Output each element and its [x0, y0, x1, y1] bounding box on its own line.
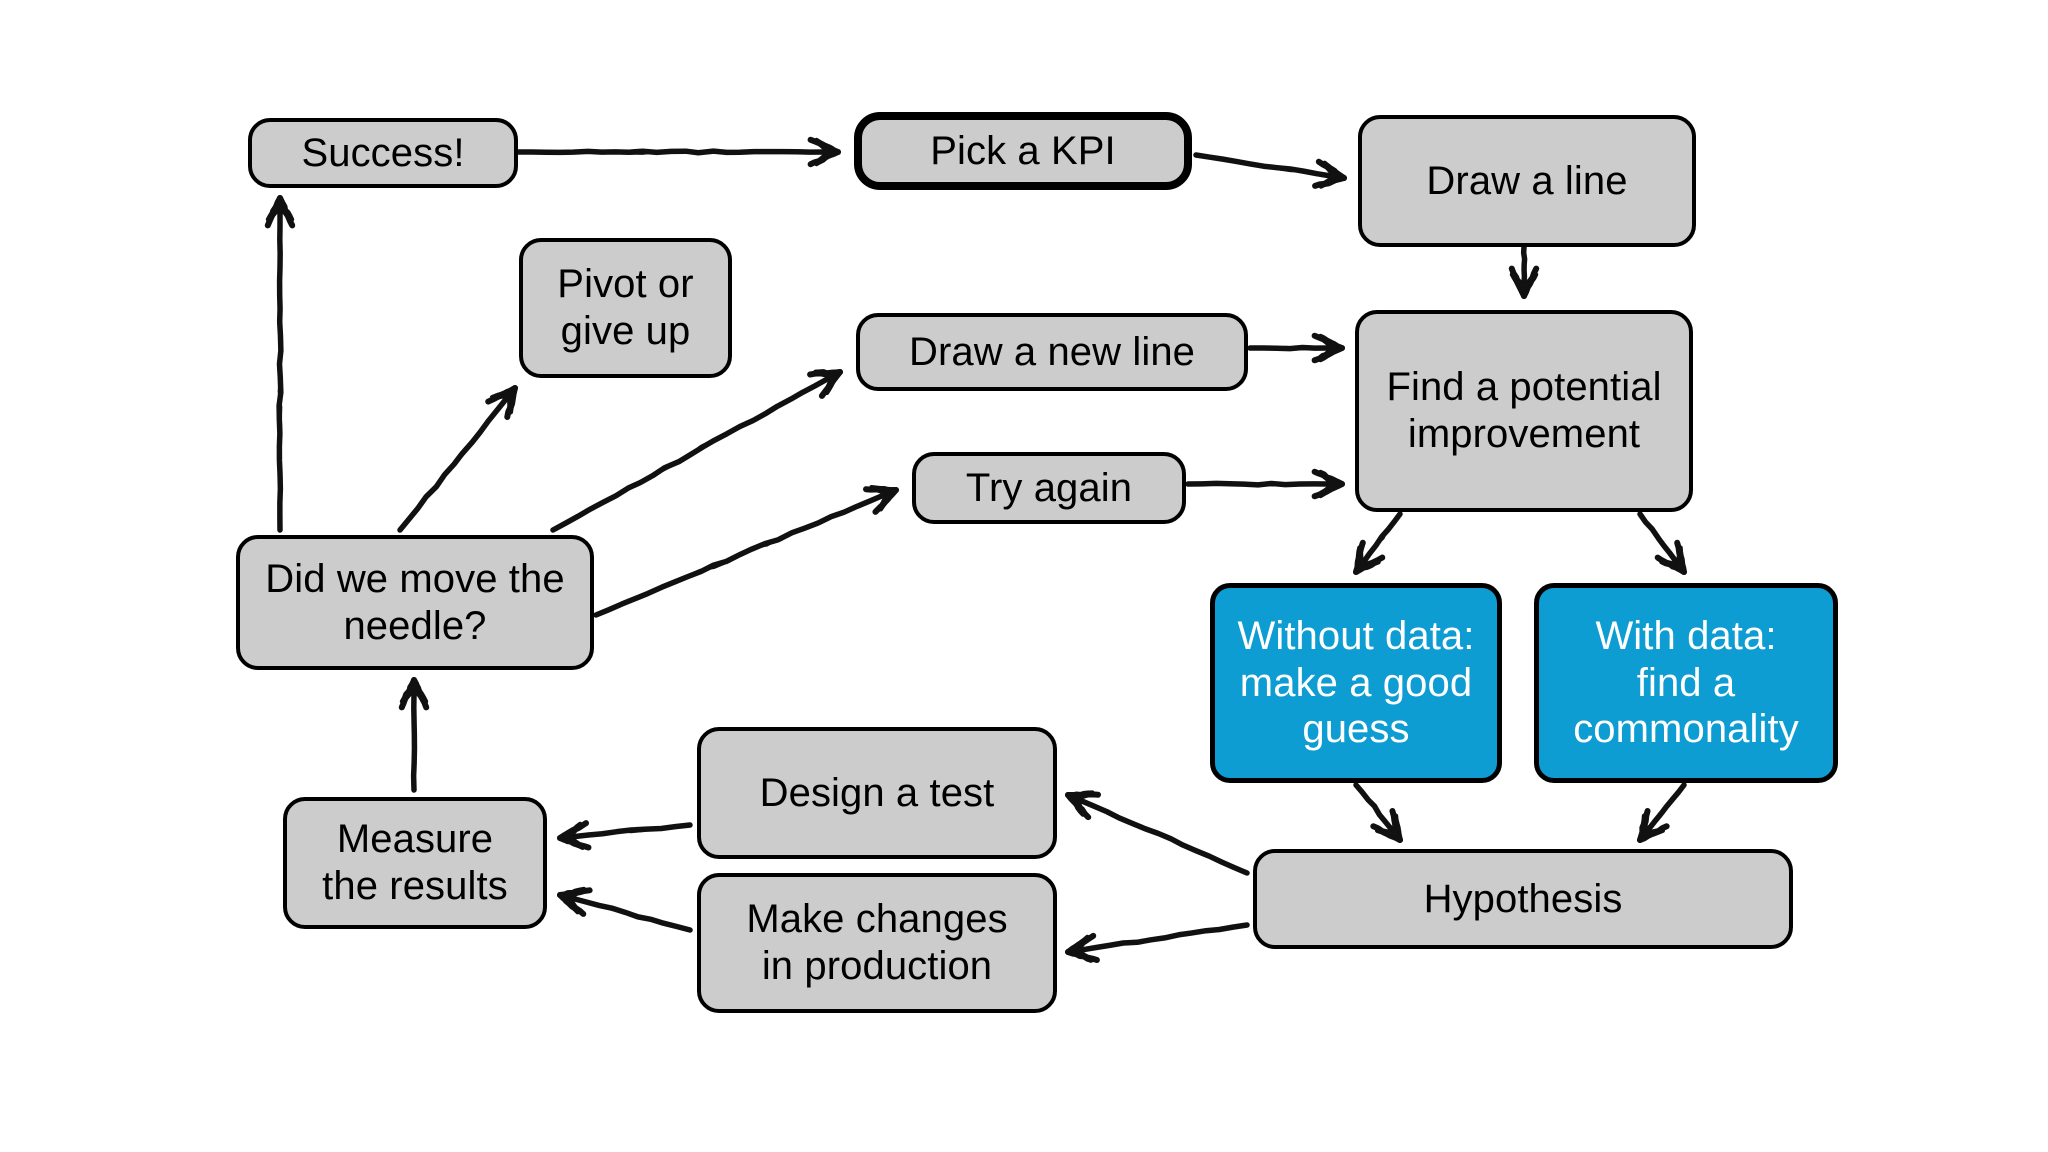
node-without_data[interactable]: Without data: make a good guess [1210, 583, 1502, 783]
node-design_test[interactable]: Design a test [697, 727, 1057, 859]
node-try_again[interactable]: Try again [912, 452, 1186, 524]
e-hypothesis-design [1065, 790, 1250, 876]
e-drawline-findimprove [1508, 244, 1540, 299]
node-draw_new_line[interactable]: Draw a new line [856, 313, 1248, 391]
e-design-measure [557, 820, 693, 851]
node-success[interactable]: Success! [248, 118, 518, 188]
node-hypothesis[interactable]: Hypothesis [1253, 849, 1793, 949]
e-makech-measure [557, 886, 693, 933]
e-findimprove-with [1637, 511, 1687, 575]
e-findimprove-without [1353, 511, 1403, 575]
node-draw_line[interactable]: Draw a line [1358, 115, 1696, 247]
e-didmove-tryagain [593, 484, 899, 618]
node-pick_kpi[interactable]: Pick a KPI [854, 112, 1192, 190]
e-didmove-pivot [397, 385, 518, 533]
e-hypothesis-makech [1065, 922, 1250, 964]
e-with-hypothesis [1637, 782, 1687, 843]
e-pickkpi-drawline [1193, 152, 1347, 189]
node-measure[interactable]: Measure the results [283, 797, 547, 929]
e-didmove-drawnew [550, 369, 843, 533]
e-without-hypothesis [1353, 782, 1403, 843]
e-didmove-success [264, 195, 296, 533]
e-success-pickkpi [515, 136, 841, 168]
node-pivot[interactable]: Pivot or give up [519, 238, 732, 378]
node-make_changes[interactable]: Make changes in production [697, 873, 1057, 1013]
node-with_data[interactable]: With data: find a commonality [1534, 583, 1838, 783]
node-did_move[interactable]: Did we move the needle? [236, 535, 594, 670]
e-drawnew-findimprove [1247, 332, 1345, 364]
e-measure-didmove [398, 677, 430, 793]
e-tryagain-findimprove [1185, 468, 1345, 500]
node-find_improve[interactable]: Find a potential improvement [1355, 310, 1693, 512]
